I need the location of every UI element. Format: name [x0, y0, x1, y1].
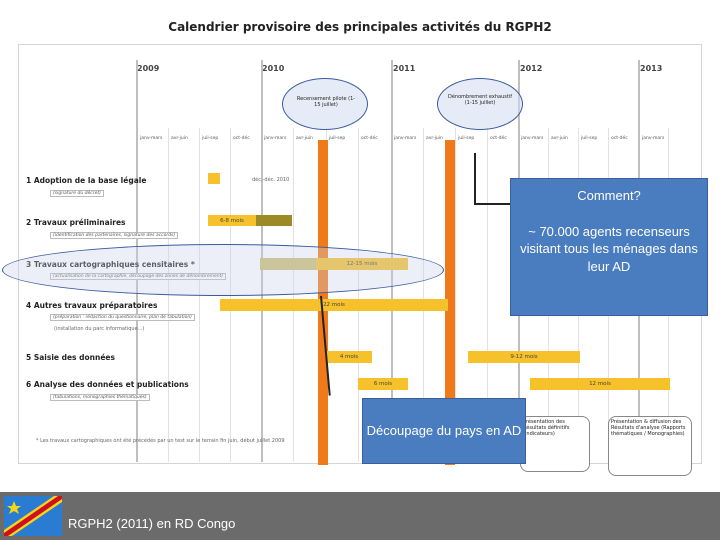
year-label-2009: 2009: [137, 64, 160, 73]
bar-row-5b: 9-12 mois: [468, 351, 580, 363]
bar-row-2-extension: [256, 215, 292, 226]
month-divider: [358, 128, 359, 462]
comment-box-title: Comment?: [577, 188, 641, 203]
bar-row-4: 22 mois: [220, 299, 448, 311]
year-label-2010: 2010: [262, 64, 285, 73]
month-label: janv-mars: [140, 136, 163, 141]
month-label: avr-juin: [296, 136, 313, 141]
month-label: janv-mars: [394, 136, 417, 141]
bar-row-2: 6-8 mois: [208, 215, 256, 226]
page-title: Calendrier provisoire des principales ac…: [168, 20, 552, 34]
footnote: * Les travaux cartographiques ont été pr…: [36, 438, 285, 444]
month-divider: [487, 128, 488, 462]
month-divider: [423, 128, 424, 462]
row-label-1: 1 Adoption de la base légale: [26, 176, 147, 185]
callout-definitive-results: Présentation des Résultats définitifs (I…: [520, 416, 590, 472]
bar-row-5: 4 mois: [326, 351, 372, 363]
year-label-2013: 2013: [640, 64, 663, 73]
row-sub-4: (préparation : rédaction du questionnair…: [50, 314, 195, 321]
bar-row-1-label: déc.-déc. 2010: [252, 177, 290, 183]
bar-row-6: 6 mois: [358, 378, 408, 390]
month-label: janv-mars: [642, 136, 665, 141]
denombrement-bubble: [437, 78, 523, 130]
orange-milestone-line: [445, 140, 455, 465]
connector-line: [474, 203, 510, 205]
month-label: oct-déc: [611, 136, 628, 141]
bar-row-6b: 12 mois: [530, 378, 670, 390]
footer-bar: [0, 492, 720, 540]
row-sub-1: (signature du décret): [50, 190, 104, 197]
row-sub-4b: (installation du parc informatique...): [54, 326, 145, 332]
row-label-5: 5 Saisie des données: [26, 353, 115, 362]
denombrement-bubble-text: Dénombrement exhaustif (1-15 juillet): [448, 94, 512, 106]
month-label: oct-déc: [490, 136, 507, 141]
month-label: oct-déc: [361, 136, 378, 141]
year-label-2012: 2012: [520, 64, 543, 73]
month-label: avr-juin: [426, 136, 443, 141]
footer-title: RGPH2 (2011) en RD Congo: [68, 516, 236, 531]
drc-flag-icon: [4, 496, 62, 536]
month-label: juil-sep: [458, 136, 475, 141]
row-label-6: 6 Analyse des données et publications: [26, 380, 189, 389]
month-divider: [293, 128, 294, 462]
row-sub-2: (identification des partenaires, signatu…: [50, 232, 179, 239]
row-label-4: 4 Autres travaux préparatoires: [26, 301, 158, 310]
month-label: avr-juin: [551, 136, 568, 141]
recensement-bubble-text: Recensement pilote (1-15 juillet): [296, 96, 356, 108]
month-label: juil-sep: [202, 136, 219, 141]
month-divider: [455, 128, 456, 462]
month-label: avr-juin: [171, 136, 188, 141]
recensement-bubble: [282, 78, 368, 130]
decoupage-box: Découpage du pays en AD: [362, 398, 526, 464]
year-label-2011: 2011: [393, 64, 416, 73]
month-label: juil-sep: [581, 136, 598, 141]
month-label: oct-déc: [233, 136, 250, 141]
month-label: janv-mars: [521, 136, 544, 141]
row-3-highlight-ellipse: [2, 244, 444, 296]
month-label: juil-sep: [329, 136, 346, 141]
bar-row-1: [208, 173, 220, 184]
comment-box: Comment? ~ 70.000 agents recenseurs visi…: [510, 178, 708, 316]
connector-line: [474, 153, 476, 205]
month-label: janv-mars: [264, 136, 287, 141]
decoupage-box-text: Découpage du pays en AD: [366, 423, 522, 439]
callout-analysis-results: Présentation & diffusion des Résultats d…: [608, 416, 692, 476]
row-label-2: 2 Travaux préliminaires: [26, 218, 126, 227]
comment-box-body: ~ 70.000 agents recenseurs visitant tous…: [520, 223, 698, 274]
row-sub-6: (tabulations, monographies thématiques): [50, 394, 150, 401]
